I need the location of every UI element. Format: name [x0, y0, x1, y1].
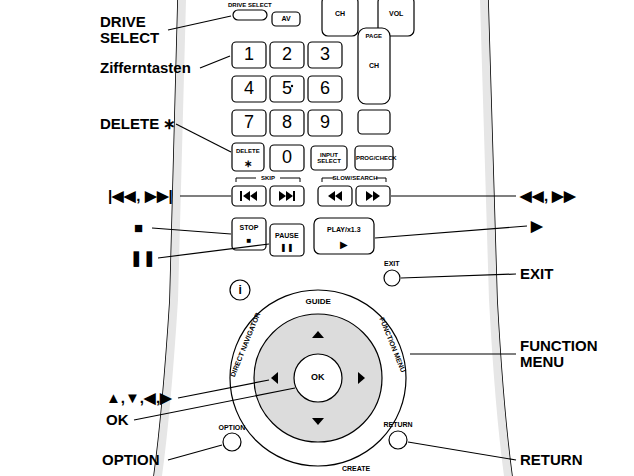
leader-lines	[134, 16, 527, 460]
button-label: PLAY/x1.3	[327, 226, 361, 234]
button-label: CH	[335, 10, 345, 18]
button-label: GUIDE	[306, 298, 331, 307]
button-label: 3	[320, 45, 330, 65]
button-label: VOL	[389, 10, 403, 18]
callout-label: ▲,▼,◀,▶	[106, 390, 172, 407]
callout-label: OK	[106, 412, 129, 429]
button-label: SKIP	[261, 175, 275, 182]
button-label: 5	[282, 79, 292, 99]
button-label: EXIT	[384, 260, 400, 268]
callout-label: DELETE ∗	[100, 116, 176, 133]
callout-label: EXIT	[520, 266, 553, 283]
callout-label: RETURN	[520, 452, 583, 469]
callout-label: ■	[134, 220, 143, 237]
button-label: 1	[244, 45, 254, 65]
button-label: OPTION	[219, 424, 246, 432]
button-label: 8	[282, 113, 292, 133]
button-label: 6	[320, 79, 330, 99]
button-label: 2	[282, 45, 292, 65]
callout-label: Zifferntasten	[100, 60, 191, 77]
button-label: PAGE	[366, 33, 383, 40]
button-label: i	[239, 284, 242, 297]
button-label: ❚❚	[280, 244, 294, 253]
button-label: OK	[311, 373, 325, 383]
callout-label: ❚❚	[130, 250, 156, 267]
button-label: INPUT SELECT	[313, 152, 345, 165]
callout-label: DRIVE SELECT	[100, 14, 170, 47]
callout-label: FUNCTION MENU	[520, 338, 620, 371]
callout-label: OPTION	[102, 452, 160, 469]
button-label: CREATE	[342, 465, 370, 473]
button-label: SLOW/SEARCH	[333, 175, 378, 182]
callout-label: |◀◀, ▶▶|	[108, 188, 173, 205]
button-label: 4	[244, 79, 254, 99]
button-label: AV	[282, 15, 291, 23]
button-label: ∗	[244, 158, 252, 169]
button-label: 0	[282, 148, 292, 168]
button-label: PROG/CHECK	[356, 155, 392, 162]
button-label: 7	[244, 113, 254, 133]
button-label: RETURN	[384, 421, 413, 429]
button-label: 9	[320, 113, 330, 133]
button-label: DELETE	[236, 148, 260, 155]
callout-label: ▶	[531, 218, 543, 235]
button-label: ▶	[340, 239, 348, 250]
button-label: DRIVE SELECT	[228, 2, 272, 9]
button-label: PAUSE	[275, 232, 299, 240]
button-label: ■	[247, 237, 252, 246]
button-label: CH	[369, 62, 379, 70]
button-label: STOP	[240, 224, 259, 232]
callout-label: ◀◀, ▶▶	[520, 188, 576, 205]
